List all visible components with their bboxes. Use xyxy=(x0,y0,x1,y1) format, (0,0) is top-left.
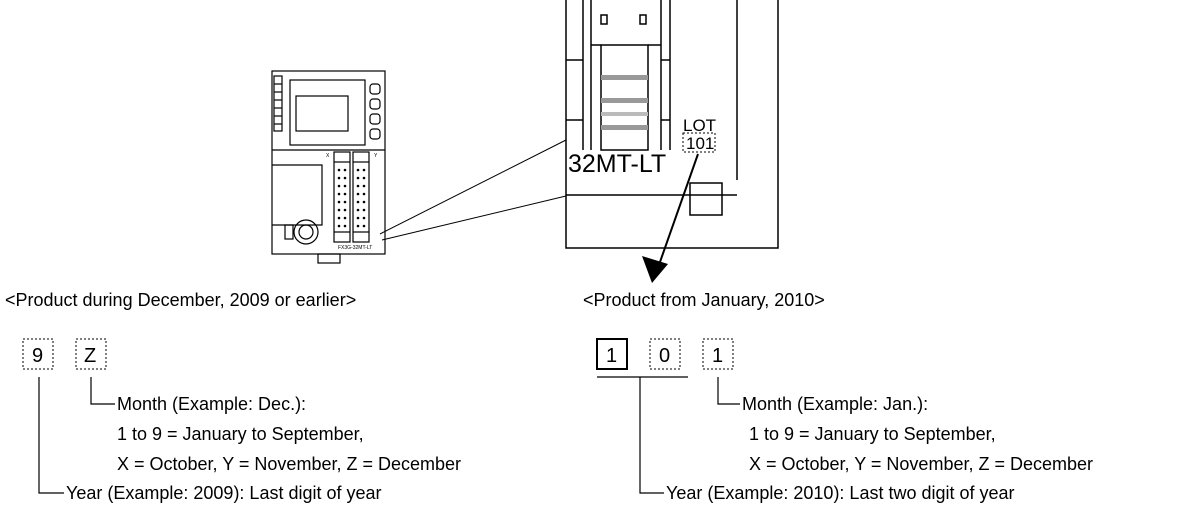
left-digit-1: 9 xyxy=(32,345,43,367)
plc-model-label: FX3G-32MT-LT xyxy=(338,245,372,251)
closeup-illustration xyxy=(565,0,779,249)
zoom-line-upper xyxy=(379,139,567,235)
plc-terminal-dots xyxy=(337,168,366,228)
right-digit-1: 1 xyxy=(606,345,617,367)
left-month-line-1: 1 to 9 = January to September, xyxy=(117,424,364,444)
right-digit-3: 1 xyxy=(712,345,723,367)
left-bracket-lines xyxy=(38,377,115,494)
left-heading: <Product during December, 2009 or earlie… xyxy=(5,290,356,310)
right-digit-box-2 xyxy=(649,338,681,370)
connector-shading xyxy=(601,75,648,130)
lot-arrow-head xyxy=(642,256,668,283)
lot-label: LOT xyxy=(683,116,716,135)
right-heading: <Product from January, 2010> xyxy=(583,290,825,310)
left-year-text: Year (Example: 2009): Last digit of year xyxy=(66,483,382,503)
left-digit-box-2 xyxy=(75,338,107,370)
right-digit-box-3 xyxy=(702,338,734,370)
left-month-line-2: X = October, Y = November, Z = December xyxy=(117,454,461,474)
plc-unit-illustration xyxy=(271,70,386,264)
left-digit-box-1 xyxy=(22,338,54,370)
right-digit-box-1 xyxy=(596,338,628,370)
plc-x-label: X xyxy=(326,153,330,159)
right-month-line-1: 1 to 9 = January to September, xyxy=(749,424,996,444)
right-digit-2: 0 xyxy=(659,345,670,367)
lot-arrow-line xyxy=(659,153,699,263)
right-bracket-lines xyxy=(597,376,740,494)
plc-y-label: Y xyxy=(374,153,378,159)
lot-number: 101 xyxy=(686,134,714,153)
zoom-line-lower xyxy=(381,195,567,241)
right-year-text: Year (Example: 2010): Last two digit of … xyxy=(666,483,1015,503)
right-month-title: Month (Example: Jan.): xyxy=(742,394,928,414)
left-digit-2: Z xyxy=(84,345,96,367)
lot-number-box xyxy=(682,132,716,153)
left-month-title: Month (Example: Dec.): xyxy=(117,394,306,414)
closeup-model-text: 32MT-LT xyxy=(568,150,666,178)
right-month-line-2: X = October, Y = November, Z = December xyxy=(749,454,1093,474)
